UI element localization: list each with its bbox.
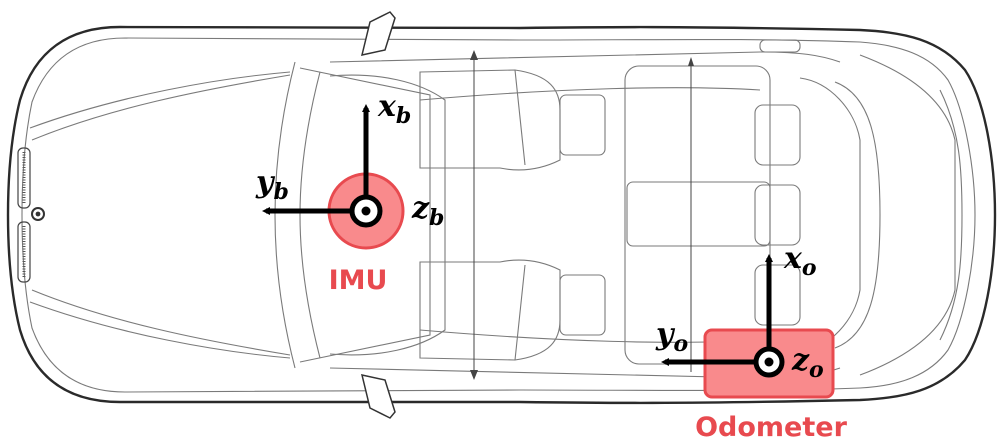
imu-y-axis-label: yb xyxy=(255,165,289,205)
odometer-sensor: xo yo zo Odometer xyxy=(655,241,848,442)
left-mirror xyxy=(360,11,396,56)
front-grille xyxy=(17,147,31,283)
imu-z-axis-label: zb xyxy=(411,191,444,231)
odometer-z-axis-dot xyxy=(764,357,774,367)
odometer-label: Odometer xyxy=(695,412,847,442)
imu-x-axis-label: xb xyxy=(377,89,411,129)
front-seats xyxy=(419,69,606,361)
rear-seats xyxy=(624,65,801,365)
odometer-x-axis-label: xo xyxy=(783,241,817,281)
imu-label: IMU xyxy=(329,265,388,296)
odometer-z-axis-label: zo xyxy=(791,343,824,383)
imu-z-axis-dot xyxy=(361,206,371,216)
odometer-y-axis-label: yo xyxy=(655,317,688,357)
right-mirror xyxy=(360,374,396,419)
car-body-outline xyxy=(6,25,997,405)
brand-logo-icon xyxy=(31,207,45,221)
imu-sensor: xb yb zb IMU xyxy=(255,89,444,296)
car-top-view xyxy=(6,11,997,419)
